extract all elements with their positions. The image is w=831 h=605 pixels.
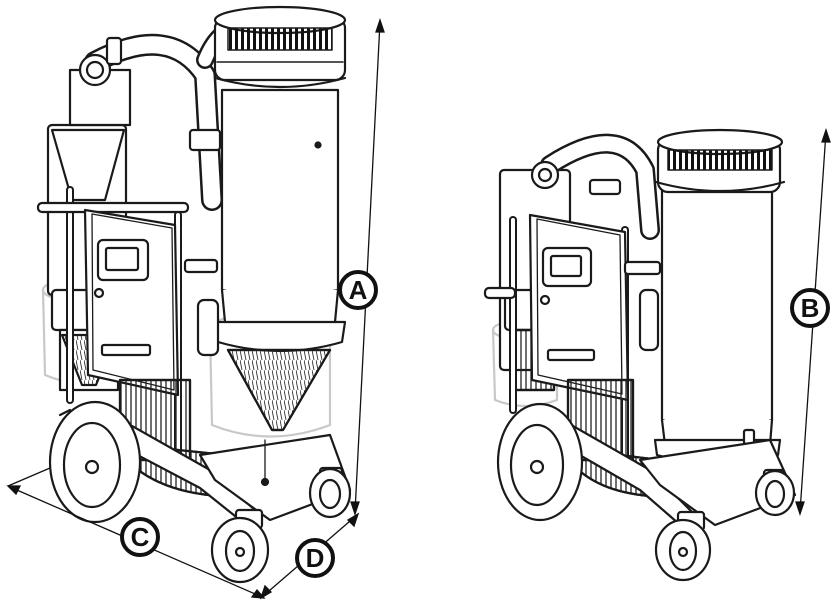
dimension-label-a: A [338,270,378,310]
vacuum-full-view [36,5,352,584]
dimension-label-d: D [295,538,335,578]
vacuum-lowered-view [483,128,797,582]
dimension-label-b: B [790,288,830,328]
dimension-label-c: C [120,517,160,557]
dimension-a-line [350,17,385,517]
